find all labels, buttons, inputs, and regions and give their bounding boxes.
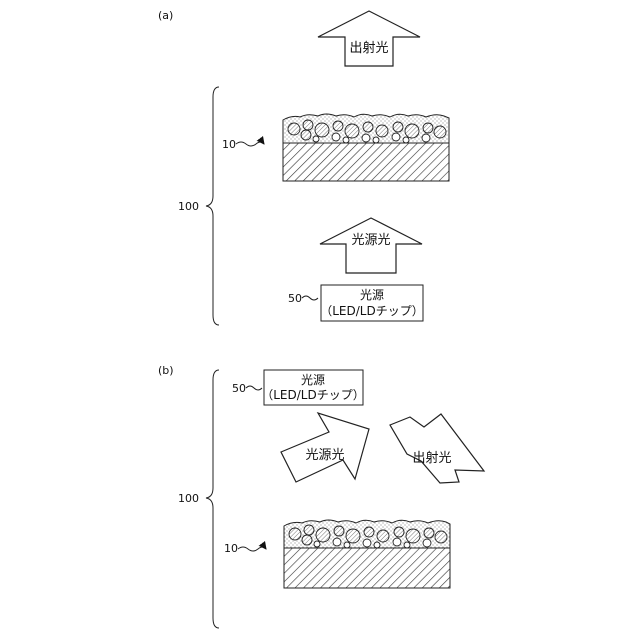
phosphor-particle [393, 122, 403, 132]
phosphor-particle [333, 121, 343, 131]
wavelength-conversion-layer-b [284, 520, 450, 548]
phosphor-particle [346, 529, 360, 543]
source-leader-a [302, 296, 318, 300]
light-source-box-a: 光源 （LED/LDチップ） [320, 285, 423, 321]
source-light-arrow-a: 光源光 [320, 218, 422, 273]
phosphor-particle [333, 538, 341, 546]
layer-ref-a: 10 [222, 138, 236, 151]
device-ref-b: 100 [178, 492, 199, 505]
emitted-light-arrow-b: 出射光 [390, 414, 484, 483]
phosphor-particle [406, 529, 420, 543]
phosphor-particle [334, 526, 344, 536]
phosphor-particle [435, 531, 447, 543]
light-source-box-b: 光源 （LED/LDチップ） [261, 370, 364, 405]
layer-leader-a [236, 142, 264, 146]
substrate-a [283, 143, 449, 181]
emitted-light-label-a: 出射光 [349, 40, 388, 56]
phosphor-particle [332, 133, 340, 141]
phosphor-particle [405, 124, 419, 138]
phosphor-particle [423, 123, 433, 133]
phosphor-particle [377, 530, 389, 542]
light-source-title-b: 光源 [301, 373, 325, 387]
source-ref-b: 50 [232, 382, 246, 395]
panel-a: (a) 出射光 100 10 光源光 光源 （LED/LDチップ） 50 [158, 9, 449, 325]
phosphor-particle [394, 527, 404, 537]
phosphor-particle [362, 134, 370, 142]
light-source-title-a: 光源 [360, 288, 384, 302]
phosphor-particle [344, 542, 350, 548]
device-ref-a: 100 [178, 200, 199, 213]
device-brace-a [206, 87, 219, 325]
device-brace-b [206, 370, 219, 628]
phosphor-particle [374, 542, 380, 548]
phosphor-particle [424, 528, 434, 538]
emitted-light-label-b: 出射光 [412, 450, 451, 466]
phosphor-particle [288, 123, 300, 135]
panel-b: (b) 光源 （LED/LDチップ） 50 光源光 出射光 100 10 [158, 364, 484, 628]
source-leader-b [246, 386, 262, 390]
phosphor-particle [373, 137, 379, 143]
layer-ref-b: 10 [224, 542, 238, 555]
phosphor-particle [315, 123, 329, 137]
source-light-label-b: 光源光 [305, 448, 344, 463]
phosphor-particle [313, 136, 319, 142]
phosphor-particle [434, 126, 446, 138]
substrate-b [284, 548, 450, 588]
phosphor-particle [423, 539, 431, 547]
source-light-label-a: 光源光 [351, 233, 390, 248]
phosphor-particle [422, 134, 430, 142]
phosphor-particle [301, 130, 311, 140]
phosphor-particle [363, 539, 371, 547]
phosphor-particle [364, 527, 374, 537]
layer-leader-b [238, 547, 266, 551]
wavelength-conversion-layer-a [283, 114, 449, 143]
phosphor-particle [376, 125, 388, 137]
phosphor-particle [289, 528, 301, 540]
phosphor-particle [393, 538, 401, 546]
phosphor-particle [343, 137, 349, 143]
light-source-subtitle-a: （LED/LDチップ） [320, 304, 423, 318]
source-light-arrow-b: 光源光 [281, 413, 369, 482]
phosphor-particle [392, 133, 400, 141]
panel-b-label: (b) [158, 364, 174, 377]
phosphor-particle [304, 525, 314, 535]
phosphor-particle [314, 541, 320, 547]
source-ref-a: 50 [288, 292, 302, 305]
phosphor-particle [363, 122, 373, 132]
emitted-light-arrow-a: 出射光 [318, 11, 420, 66]
phosphor-particle [403, 137, 409, 143]
phosphor-particle [303, 120, 313, 130]
phosphor-particle [345, 124, 359, 138]
light-source-subtitle-b: （LED/LDチップ） [261, 388, 364, 402]
phosphor-particle [302, 535, 312, 545]
phosphor-particle [404, 542, 410, 548]
phosphor-particle [316, 528, 330, 542]
panel-a-label: (a) [158, 9, 173, 22]
